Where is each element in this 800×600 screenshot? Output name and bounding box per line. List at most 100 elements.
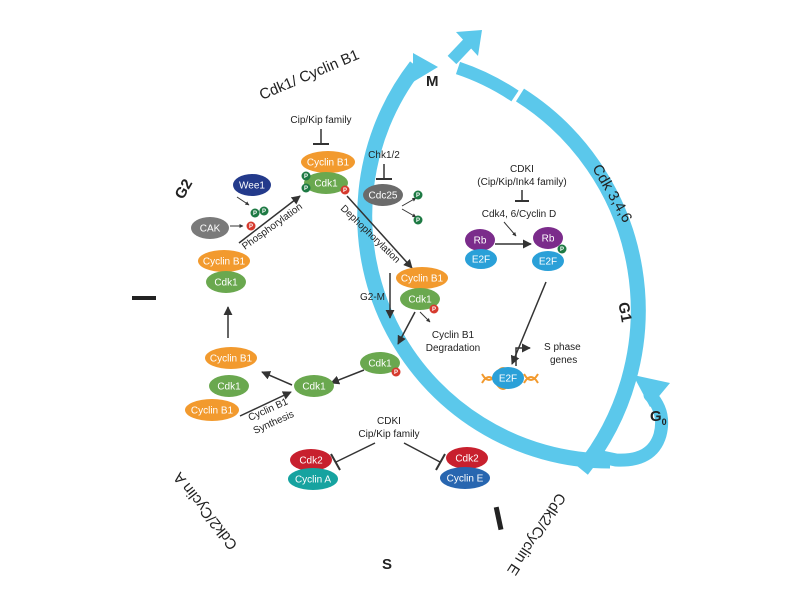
phospho-top-2-label: P	[304, 186, 308, 192]
phase-g1: G1	[614, 301, 634, 324]
m-to-g1-connector	[455, 61, 519, 102]
inhibit-line-cdk2-cyclin-a	[335, 442, 376, 463]
cdk1-g2m-label: Cdk1	[408, 295, 432, 306]
cdk1-p-label: Cdk1	[368, 359, 392, 370]
phospho-cdc25-2: P	[413, 215, 423, 225]
label-cip-kip-ink4: (Cip/Kip/Ink4 family)	[477, 177, 566, 188]
cyclin-b1-g2m-label: Cyclin B1	[401, 274, 444, 285]
phospho-cdc25-1: P	[413, 190, 423, 200]
arrow-synthesis	[239, 391, 292, 417]
rb-left: Rb	[465, 229, 495, 251]
phospho-wee1-2: P	[259, 206, 269, 216]
phospho-top-1: P	[301, 171, 311, 181]
cyclin-e-label: Cyclin E	[447, 474, 484, 485]
cyclin-b1-left: Cyclin B1	[198, 250, 250, 272]
cdc25: Cdc25	[363, 184, 403, 206]
phospho-wee1-1: P	[250, 208, 260, 218]
phospho-top-3: P	[340, 185, 350, 195]
cdk1-g2m: Cdk1	[400, 288, 440, 310]
cdk1-top: Cdk1	[304, 172, 348, 194]
cyclin-b1-top: Cyclin B1	[301, 151, 355, 173]
cdk2-e: Cdk2	[446, 447, 488, 469]
cyclin-b1-lower: Cyclin B1	[205, 347, 257, 369]
e2f-right: E2F	[532, 251, 564, 271]
e2f-left-label: E2F	[472, 255, 490, 266]
phospho-cdc25-1-label: P	[416, 193, 420, 199]
arrow-phosphorylation	[238, 195, 301, 244]
label-cdk346: Cdk 3,4,6	[589, 162, 636, 226]
cyclin-b1-left-label: Cyclin B1	[203, 257, 246, 268]
phase-g0: G0	[650, 408, 667, 427]
ring-divider-g2-s	[132, 296, 156, 300]
label-cip-kip-family-top: Cip/Kip family	[290, 115, 351, 126]
cycle-ring	[132, 30, 670, 531]
wee1: Wee1	[233, 174, 271, 196]
ring-arc-main	[357, 61, 611, 469]
arrow-e2f-release	[510, 281, 547, 365]
label-cdk46-cyclin-d: Cdk4, 6/Cyclin D	[482, 209, 556, 220]
inhibit-line-cdk2-cyclin-e	[403, 442, 441, 463]
label-cdk1-cyclin-b1: Cdk1/ Cyclin B1	[257, 46, 362, 103]
cyclin-b1-top-label: Cyclin B1	[307, 158, 350, 169]
cdk1-left: Cdk1	[206, 271, 246, 293]
inhibit-bar-cdk2-cyclin-a	[330, 453, 341, 471]
cyclin-b1-lower-label: Cyclin B1	[210, 354, 253, 365]
cak: CAK	[191, 217, 229, 239]
phospho-g2m-label: P	[432, 307, 436, 313]
cyclin-e: Cyclin E	[440, 467, 490, 489]
phospho-cdk1-p-label: P	[394, 370, 398, 376]
rb-right: Rb	[533, 227, 563, 249]
arrow-to-cdk1-p	[397, 311, 416, 345]
phase-s: S	[382, 556, 392, 573]
label-g2m: G2-M	[360, 292, 385, 303]
m-exit-arrowhead	[456, 30, 482, 56]
cdk2-a: Cdk2	[290, 449, 332, 471]
phospho-rb: P	[557, 244, 567, 254]
e2f-dna: E2F	[492, 367, 524, 389]
inhibit-bar-cdk2-cyclin-e	[435, 453, 446, 471]
label-chk12: Chk1/2	[368, 150, 400, 161]
arrow-wee1	[236, 196, 250, 206]
label-cip-kip-bottom: Cip/Kip family	[358, 429, 419, 440]
e2f-dna-label: E2F	[499, 374, 517, 385]
arrow-dephosphorylation	[346, 195, 413, 269]
label-cdki-bottom: CDKI	[377, 416, 401, 427]
phospho-cak-label: P	[249, 224, 253, 230]
cdk1-mid-label: Cdk1	[302, 382, 326, 393]
phospho-wee1-1-label: P	[253, 211, 257, 217]
rb-left-label: Rb	[474, 236, 487, 247]
wee1-label: Wee1	[239, 181, 265, 192]
cdk1-top-label: Cdk1	[314, 179, 338, 190]
phospho-top-1-label: P	[304, 174, 308, 180]
rb-right-label: Rb	[542, 234, 555, 245]
phospho-top-2: P	[301, 183, 311, 193]
cdk2-e-label: Cdk2	[455, 454, 479, 465]
label-cdk2-cyclin-a: Cdk2/Cyclin A	[170, 469, 241, 553]
label-cdk2-cyclin-e: Cdk2/Cyclin E	[503, 490, 569, 578]
cdk1-p: Cdk1	[360, 352, 400, 374]
cdk1-left-label: Cdk1	[214, 278, 238, 289]
label-s-phase-1: S phase	[544, 342, 581, 353]
phase-g2: G2	[172, 176, 197, 202]
ring-divider-s-g1	[493, 506, 504, 531]
g0-exit-arc	[585, 388, 669, 467]
arrow-s-phase-genes	[515, 343, 531, 366]
phospho-cdc25-2-label: P	[416, 218, 420, 224]
e2f-right-label: E2F	[539, 257, 557, 268]
arrow-degradation	[419, 311, 431, 323]
phase-m: M	[426, 73, 439, 90]
g0-arrowhead	[633, 375, 670, 407]
arrow-to-cyclin-b1-left	[261, 371, 293, 386]
cdc25-label: Cdc25	[369, 191, 398, 202]
arrow-cdc25-p1	[401, 197, 417, 207]
ring-arc-g1	[515, 88, 646, 475]
arrow-to-cdk1-mid	[330, 369, 365, 385]
e2f-left: E2F	[465, 249, 497, 269]
cdk1-lower: Cdk1	[209, 375, 249, 397]
arrow-cdk46-rb	[503, 221, 517, 237]
cyclin-b1-synth: Cyclin B1	[185, 399, 239, 421]
label-s-phase-2: genes	[550, 355, 577, 366]
phospho-cak: P	[246, 221, 256, 231]
